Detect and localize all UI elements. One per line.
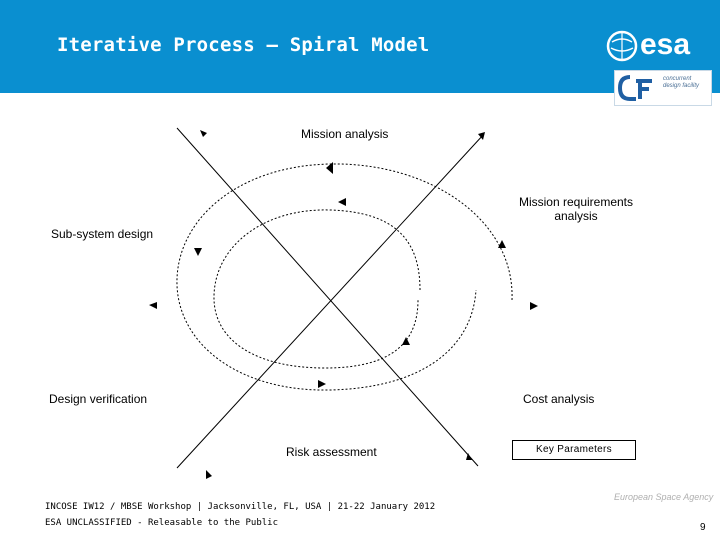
footer-agency: European Space Agency xyxy=(614,492,714,502)
label-mission-requirements-analysis: Mission requirements analysis xyxy=(518,195,634,223)
arrow-left xyxy=(149,302,157,309)
esa-logo-text: esa xyxy=(640,28,691,61)
spiral-arrow-bottom-inner xyxy=(402,337,410,345)
esa-globe-icon xyxy=(606,30,638,62)
arrow-top-left xyxy=(200,130,207,137)
spiral-arrow-bottom-outer xyxy=(318,380,326,388)
label-design-verification: Design verification xyxy=(49,392,148,406)
spiral-inner-loop xyxy=(213,209,421,369)
label-cost-analysis: Cost analysis xyxy=(523,392,595,406)
spiral-arrow-left-outer xyxy=(194,248,202,256)
spiral-outer-loop xyxy=(176,163,513,391)
arrow-top-right xyxy=(478,132,485,140)
cdf-logo: concurrent design facility xyxy=(614,70,712,106)
page-number: 9 xyxy=(700,522,706,533)
label-sub-system-design: Sub-system design xyxy=(51,227,154,241)
spiral-arrow-top-outer xyxy=(326,162,333,174)
header-bar xyxy=(0,0,720,93)
cdf-logo-text: concurrent design facility xyxy=(663,76,700,89)
footer-classification: ESA UNCLASSIFIED - Releasable to the Pub… xyxy=(45,518,278,528)
label-mission-analysis: Mission analysis xyxy=(301,127,389,141)
cdf-mark-icon xyxy=(618,75,652,101)
label-risk-assessment: Risk assessment xyxy=(286,445,377,459)
spiral-arrow-top-inner xyxy=(338,198,346,206)
key-parameters-box: Key Parameters xyxy=(512,440,636,460)
slide-title: Iterative Process – Spiral Model xyxy=(57,34,430,56)
axis-diagonal-2 xyxy=(176,133,485,469)
arrow-bottom-right xyxy=(466,453,472,460)
arrow-bottom-left xyxy=(206,470,212,479)
arrow-right xyxy=(530,302,538,310)
spiral-arrow-right-outer xyxy=(498,240,506,248)
footer-event: INCOSE IW12 / MBSE Workshop | Jacksonvil… xyxy=(45,502,436,512)
axis-diagonal-1 xyxy=(176,127,479,467)
